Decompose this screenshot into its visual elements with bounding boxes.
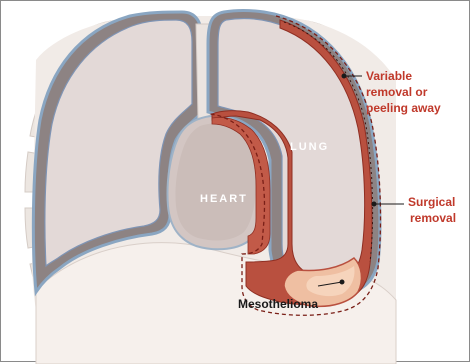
heart-inner xyxy=(175,123,256,240)
mesothelioma-leader-dot xyxy=(340,280,344,284)
variable-line-2: removal or xyxy=(366,85,428,99)
heart-label: HEART xyxy=(200,193,248,205)
surgical-leader-dot xyxy=(372,202,376,206)
variable-removal-label: Variable removal or peeling away xyxy=(366,69,441,115)
lung-label: LUNG xyxy=(290,141,329,153)
surgical-line-1: Surgical xyxy=(408,195,455,209)
variable-leader-dot xyxy=(342,74,346,78)
surgical-line-2: removal xyxy=(410,211,456,225)
variable-line-3: peeling away xyxy=(366,101,441,115)
variable-line-1: Variable xyxy=(366,69,412,83)
surgical-removal-label: Surgical removal xyxy=(408,195,459,225)
mesothelioma-label: Mesothelioma xyxy=(238,297,318,311)
